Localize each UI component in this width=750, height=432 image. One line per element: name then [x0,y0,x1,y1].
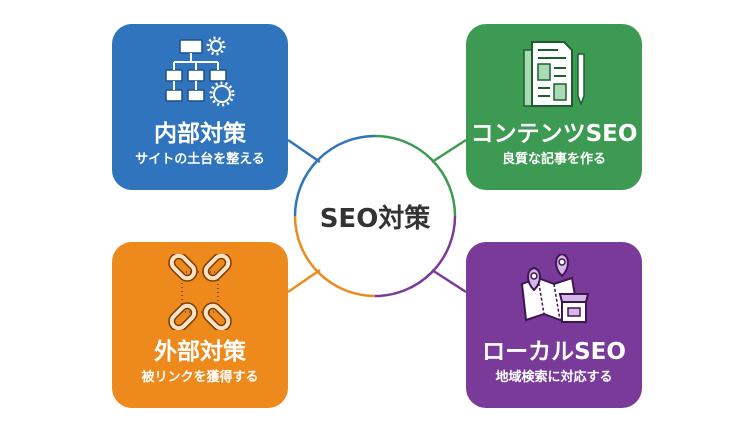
node-subtitle: 良質な記事を作る [501,152,606,167]
map-store-icon [520,254,590,323]
node-title: コンテンツSEO [470,121,638,147]
node-subtitle: 被リンクを獲得する [141,370,259,385]
sitemap-gear-icon [165,36,235,107]
node-internal-seo: 内部対策 サイトの土台を整える [112,24,288,190]
chain-link-icon [168,254,232,330]
document-pen-icon [523,41,585,107]
node-content-seo: コンテンツSEO 良質な記事を作る [466,24,642,190]
node-external-seo: 外部対策 被リンクを獲得する [112,242,288,408]
node-subtitle: 地域検索に対応する [495,370,613,385]
node-local-seo: ローカルSEO 地域検索に対応する [466,242,642,408]
center-node: SEO対策 [295,136,455,296]
center-label: SEO対策 [319,203,431,234]
node-title: 外部対策 [154,339,246,365]
node-title: 内部対策 [154,121,246,147]
node-title: ローカルSEO [482,339,626,365]
node-subtitle: サイトの土台を整える [135,152,265,167]
